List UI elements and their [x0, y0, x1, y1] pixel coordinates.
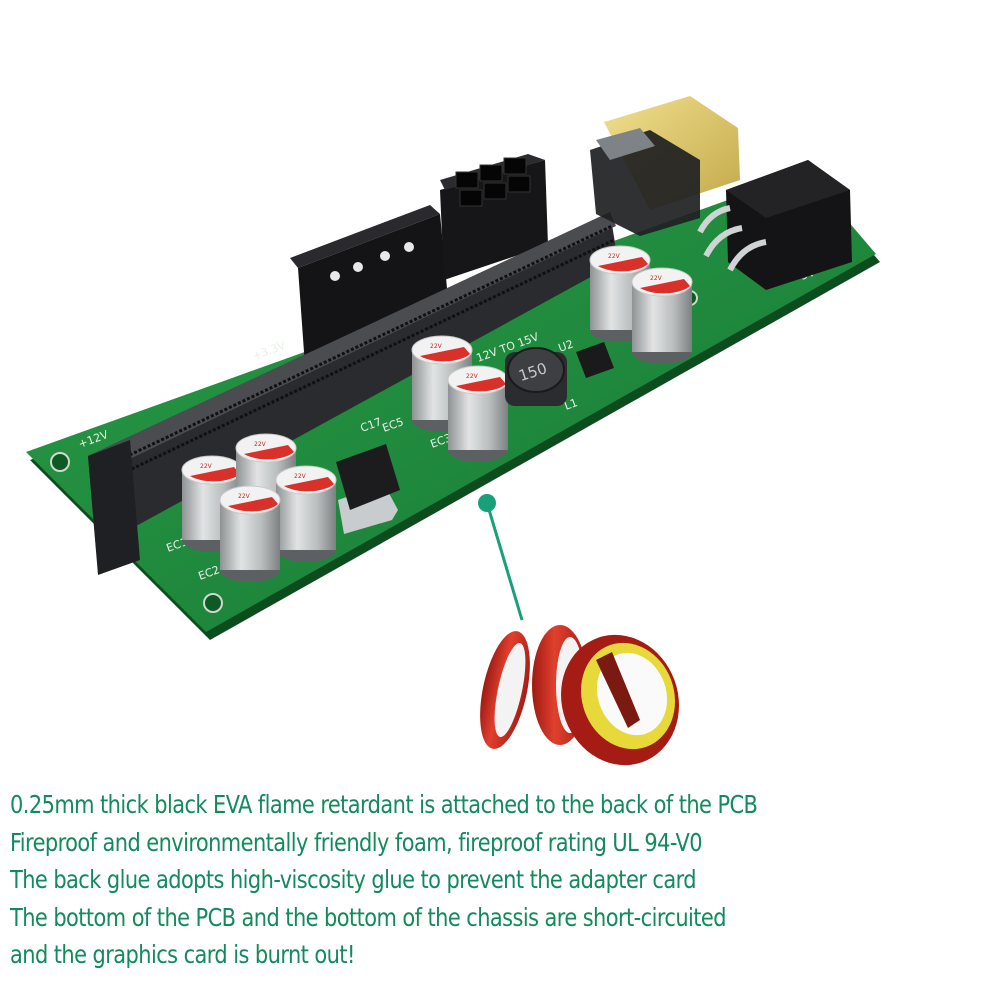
product-illustration: 22V +12V +3.3V EC1 EC2 EC5 EC3 12V TO 15… — [26, 96, 880, 766]
usb3-port — [590, 96, 740, 236]
svg-text:U2: U2 — [557, 337, 576, 354]
caption-line-4: The bottom of the PCB and the bottom of … — [10, 902, 727, 932]
product-description: 0.25mm thick black EVA flame retardant i… — [10, 786, 1000, 974]
caption-line-2: Fireproof and environmentally friendly f… — [10, 827, 703, 857]
caption-line-1: 0.25mm thick black EVA flame retardant i… — [10, 790, 758, 819]
silkscreen-3v3: +3.3V — [251, 339, 288, 363]
tape-roll-3 — [561, 634, 679, 766]
caption-line-3: The back glue adopts high-viscosity glue… — [10, 865, 696, 894]
molex-connector — [290, 205, 450, 380]
pcie-6pin-power-connector — [440, 154, 548, 280]
svg-text:L1: L1 — [563, 396, 580, 413]
adhesive-tape-rolls — [480, 625, 679, 766]
tape-roll-1 — [480, 631, 530, 749]
callout-pointer — [478, 494, 524, 621]
caption-line-5: and the graphics card is burnt out! — [10, 940, 355, 969]
sata-power-connector — [697, 160, 852, 290]
inductor: 150 — [505, 347, 567, 406]
u2-ic — [576, 342, 614, 378]
voltage-regulator — [336, 444, 400, 534]
